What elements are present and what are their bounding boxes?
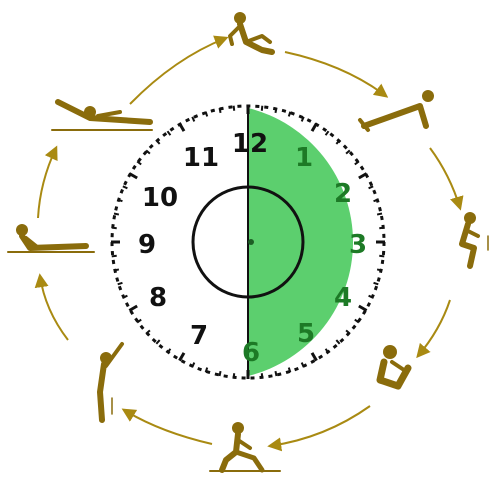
clock-minor-tick (377, 269, 382, 270)
clock-numeral-12: 12 (232, 129, 268, 159)
push-up-figure-icon (360, 90, 434, 130)
clock-minor-tick (220, 371, 221, 376)
clock-numeral-11: 11 (183, 143, 219, 173)
sitting-stretch-figure-icon (230, 12, 272, 52)
clock-numeral-7: 7 (190, 321, 208, 351)
clock-major-tick (180, 353, 185, 361)
clock-minor-tick (234, 106, 235, 111)
arrow-4 (418, 300, 450, 356)
clock-numeral-1: 1 (295, 143, 313, 173)
clock-minor-tick (336, 340, 339, 344)
clock-major-tick (312, 123, 317, 131)
clock-minor-tick (289, 112, 291, 117)
arrow-1 (130, 38, 226, 104)
clock-center-dot (248, 239, 254, 245)
clock-major-tick (180, 123, 185, 131)
arrow-7 (40, 276, 68, 340)
clock-minor-tick (137, 161, 141, 164)
arrow-8 (38, 148, 56, 218)
clock-minor-tick (374, 283, 379, 285)
clock-minor-tick (377, 214, 382, 215)
lying-figure-icon (52, 102, 152, 130)
arrow-2 (285, 52, 386, 96)
clock-minor-tick (220, 108, 221, 113)
tuck-sit-figure-icon (380, 345, 408, 386)
clock-minor-tick (275, 108, 276, 113)
clock-minor-tick (112, 256, 117, 257)
clock-numeral-6: 6 (242, 338, 260, 368)
clock-minor-tick (123, 186, 128, 188)
clock-minor-tick (146, 330, 150, 333)
clock-numeral-2: 2 (334, 179, 352, 209)
clock-minor-tick (114, 214, 119, 215)
clock-minor-tick (379, 256, 384, 257)
clock-numeral-5: 5 (297, 319, 315, 349)
kneeling-figure-icon (210, 422, 280, 471)
clock-minor-tick (262, 106, 263, 111)
clock-minor-tick (302, 363, 304, 368)
clock-minor-tick (118, 283, 123, 285)
clock-minor-tick (262, 373, 263, 378)
arrow-5 (270, 406, 370, 446)
clock-minor-tick (379, 228, 384, 229)
clock-minor-tick (275, 371, 276, 376)
arrow-3 (430, 148, 460, 208)
clock-minor-tick (156, 340, 159, 344)
clock-minor-tick (355, 161, 359, 164)
clock-major-tick (129, 306, 137, 311)
clock-minor-tick (326, 131, 329, 135)
clock-major-tick (312, 353, 317, 361)
clock-numeral-3: 3 (349, 230, 367, 260)
squat-figure-icon (462, 212, 488, 266)
clock-numeral-4: 4 (334, 283, 352, 313)
cobra-figure-icon (8, 224, 94, 252)
clock-minor-tick (112, 228, 117, 229)
clock-numeral-9: 9 (138, 230, 156, 260)
clock-major-tick (129, 174, 137, 179)
arrow-6 (124, 410, 212, 444)
clock-minor-tick (192, 117, 194, 122)
clock-minor-tick (234, 373, 235, 378)
clock-minor-tick (192, 363, 194, 368)
clock-minor-tick (346, 330, 350, 333)
clock-minor-tick (369, 186, 374, 188)
clock-numeral-10: 10 (142, 183, 178, 213)
standing-reach-figure-icon (100, 344, 122, 420)
clock-minor-tick (114, 269, 119, 270)
clock-minor-tick (167, 131, 170, 135)
clock-major-tick (359, 306, 367, 311)
clock-minor-tick (206, 112, 208, 117)
clock-major-tick (359, 174, 367, 179)
clock-numeral-8: 8 (149, 283, 167, 313)
